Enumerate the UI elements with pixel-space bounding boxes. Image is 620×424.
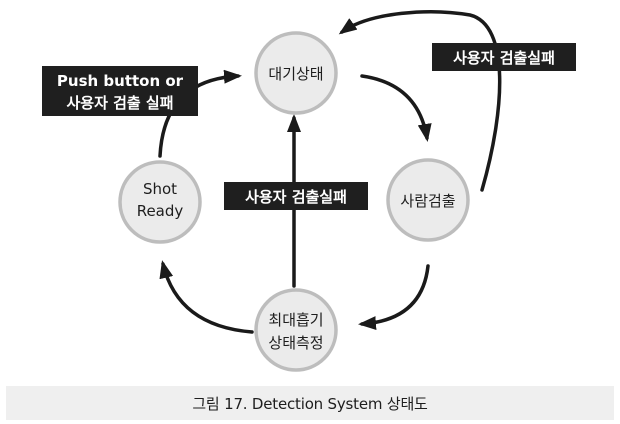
- edge-detect-to-measure: [358, 264, 430, 331]
- label-push-button: Push button or 사용자 검출 실패: [42, 66, 198, 116]
- edge-standby-to-detect: [360, 74, 432, 142]
- label-center-fail: 사용자 검출실패: [224, 182, 368, 210]
- figure-caption: 그림 17. Detection System 상태도: [192, 394, 428, 413]
- edge-measure-to-shot-ready: [159, 260, 254, 334]
- node-measure-label-line2: 상태측정: [268, 334, 323, 352]
- caption-bar: 그림 17. Detection System 상태도: [6, 386, 614, 420]
- node-detect-label: 사람검출: [400, 192, 455, 210]
- label-right-fail: 사용자 검출실패: [432, 43, 576, 71]
- node-shot-ready: Shot Ready: [118, 160, 202, 244]
- node-measure-label-line1: 최대흡기: [268, 311, 323, 329]
- node-detect: 사람검출: [386, 158, 470, 242]
- node-shot-ready-label-line2: Ready: [137, 202, 184, 220]
- label-right-fail-text: 사용자 검출실패: [453, 49, 555, 67]
- state-diagram: 대기상태 사람검출 최대흡기 상태측정 Shot Ready Push butt…: [42, 10, 576, 372]
- label-center-fail-text: 사용자 검출실패: [245, 188, 347, 206]
- node-shot-ready-label-line1: Shot: [143, 180, 177, 198]
- edge-detect-to-standby: [338, 10, 502, 192]
- node-measure: 최대흡기 상태측정: [254, 288, 338, 372]
- label-push-button-line1: Push button or: [57, 72, 184, 90]
- label-push-button-line2: 사용자 검출 실패: [66, 94, 173, 112]
- node-standby-label: 대기상태: [268, 65, 323, 83]
- node-standby: 대기상태: [254, 31, 338, 115]
